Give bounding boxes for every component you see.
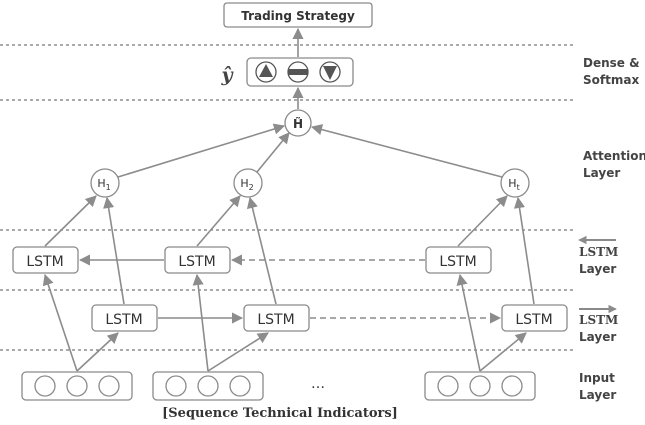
h2-subscript: 2 bbox=[249, 183, 254, 192]
forward-lstm-1: LSTM bbox=[91, 304, 158, 332]
forward-lstm-t: LSTM bbox=[501, 304, 568, 332]
equal-bar-icon bbox=[287, 61, 309, 83]
svg-text:H1: H1 bbox=[97, 177, 110, 192]
svg-text:H2: H2 bbox=[240, 177, 253, 192]
backward-lstm-1: LSTM bbox=[12, 246, 79, 274]
arrow-blstm1-to-h1 bbox=[44, 195, 97, 247]
lstm-label: LSTM bbox=[257, 312, 294, 328]
svg-text:Ht: Ht bbox=[508, 177, 519, 192]
forward-label-line2: Layer bbox=[579, 330, 616, 344]
arrow-input2-to-flstm2 bbox=[207, 332, 269, 372]
arrow-inputt-to-flstmt bbox=[479, 332, 527, 372]
up-triangle-icon bbox=[255, 61, 277, 83]
attention-h2-node: H2 bbox=[233, 168, 263, 198]
backward-lstm-t: LSTM bbox=[425, 246, 492, 274]
backward-lstm-2: LSTM bbox=[164, 246, 231, 274]
attention-h1-node: H1 bbox=[90, 168, 120, 198]
attention-h-tilde-node: H̃ bbox=[284, 109, 312, 137]
arrow-inputt-to-blstmt bbox=[456, 273, 481, 372]
backward-label-line2: Layer bbox=[579, 262, 616, 276]
backward-label-line1: LSTM bbox=[579, 245, 618, 259]
arrow-ht-to-htilde bbox=[310, 124, 503, 178]
lstm-label: LSTM bbox=[515, 312, 552, 328]
lstm-label: LSTM bbox=[26, 254, 63, 270]
dense-label-line1: Dense & bbox=[583, 56, 640, 70]
lstm-label: LSTM bbox=[105, 312, 142, 328]
arrow-flstm1-to-h1 bbox=[103, 196, 125, 305]
input-vector-t bbox=[424, 371, 536, 401]
sequence-ellipsis: … bbox=[311, 376, 325, 392]
trading-strategy-node: Trading Strategy bbox=[223, 2, 373, 28]
trading-strategy-label: Trading Strategy bbox=[241, 9, 355, 23]
input-label-line2: Layer bbox=[579, 388, 616, 402]
h1-label: H bbox=[97, 177, 105, 190]
input-vector-1 bbox=[21, 371, 133, 401]
attention-ht-node: Ht bbox=[500, 168, 530, 198]
arrow-input2-to-blstm2 bbox=[192, 273, 209, 372]
h-tilde-label: H̃ bbox=[293, 117, 303, 131]
h2-label: H bbox=[240, 177, 248, 190]
forward-label-line1: LSTM bbox=[579, 313, 618, 327]
ht-label: H bbox=[508, 177, 516, 190]
input-label-line1: Input bbox=[579, 371, 615, 385]
arrow-flstmt-to-ht bbox=[513, 196, 535, 305]
lstm-label: LSTM bbox=[178, 254, 215, 270]
arrow-h2-to-htilde bbox=[256, 132, 290, 173]
layer-labels: Dense & Softmax Attention Layer LSTM Lay… bbox=[578, 56, 645, 402]
arrow-h1-to-htilde bbox=[117, 123, 286, 178]
arrow-blstm2-to-h2 bbox=[196, 195, 241, 247]
yhat-symbol: ŷ bbox=[220, 64, 234, 86]
connections bbox=[42, 27, 535, 372]
attention-label-line1: Attention bbox=[583, 149, 645, 163]
h1-subscript: 1 bbox=[106, 183, 111, 192]
attention-label-line2: Layer bbox=[583, 166, 620, 180]
caption: [Sequence Technical Indicators] bbox=[162, 406, 398, 421]
arrow-input1-to-blstm1 bbox=[42, 273, 78, 372]
ht-subscript: t bbox=[517, 183, 520, 192]
arrow-flstm2-to-h2 bbox=[246, 196, 277, 305]
softmax-output-box bbox=[246, 57, 354, 87]
lstm-label: LSTM bbox=[439, 254, 476, 270]
down-triangle-icon bbox=[319, 61, 341, 83]
arrow-input1-to-flstm1 bbox=[76, 332, 119, 372]
layer-dividers bbox=[0, 44, 575, 351]
input-vector-2 bbox=[152, 371, 264, 401]
dense-label-line2: Softmax bbox=[583, 73, 639, 87]
arrow-blstmt-to-ht bbox=[457, 195, 508, 247]
forward-lstm-2: LSTM bbox=[243, 304, 310, 332]
